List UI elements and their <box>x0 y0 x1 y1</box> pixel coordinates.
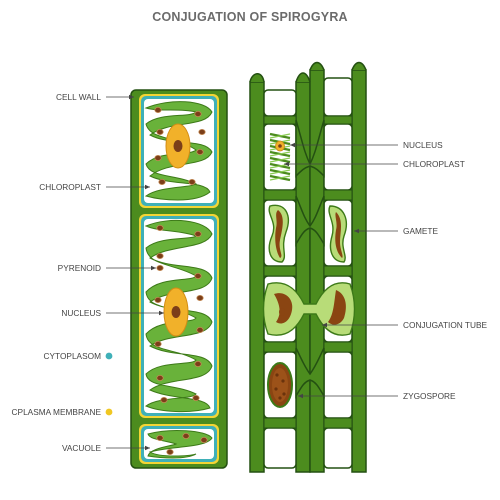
pyrenoids <box>154 224 204 403</box>
right-filaments <box>249 61 367 473</box>
diagram-title: CONJUGATION OF SPIROGYRA <box>152 10 348 24</box>
label-vacuole: VACUOLE <box>62 443 102 453</box>
label-gamete: GAMETE <box>403 226 439 236</box>
label-cytoplasom: CYTOPLASOM <box>44 351 102 361</box>
left-filament <box>130 89 228 469</box>
label-cell-wall: CELL WALL <box>56 92 101 102</box>
label-chloroplast-left: CHLOROPLAST <box>39 182 101 192</box>
chloroplast-band <box>144 101 213 201</box>
label-chloroplast-right: CHLOROPLAST <box>403 159 465 169</box>
spiral-chloroplast-top <box>267 128 293 186</box>
plasma-membrane-marker-icon <box>105 408 113 416</box>
leader-lines <box>106 96 398 449</box>
left-cell-top <box>139 94 219 208</box>
pyrenoids <box>154 107 206 185</box>
left-cell-middle <box>139 214 219 418</box>
right-filament-b-wall <box>351 69 367 473</box>
gametes <box>268 204 348 263</box>
zygospore <box>267 362 293 408</box>
label-nucleus-right: NUCLEUS <box>403 140 443 150</box>
label-nucleus-left: NUCLEUS <box>61 308 101 318</box>
label-conjugation-tube: CONJUGATION TUBE <box>403 320 488 330</box>
conjugation-tubes <box>295 119 325 399</box>
conjugating-gametes <box>262 282 356 336</box>
left-cell-bottom <box>139 424 219 464</box>
label-plasma-membrane: CPLASMA MEMBRANE <box>12 407 102 417</box>
chloroplast-band <box>147 430 213 459</box>
label-pyrenoid: PYRENOID <box>58 263 101 273</box>
label-zygospore: ZYGOSPORE <box>403 391 456 401</box>
right-filament-a-wall <box>249 81 265 473</box>
cytoplasm-marker-icon <box>105 352 113 360</box>
